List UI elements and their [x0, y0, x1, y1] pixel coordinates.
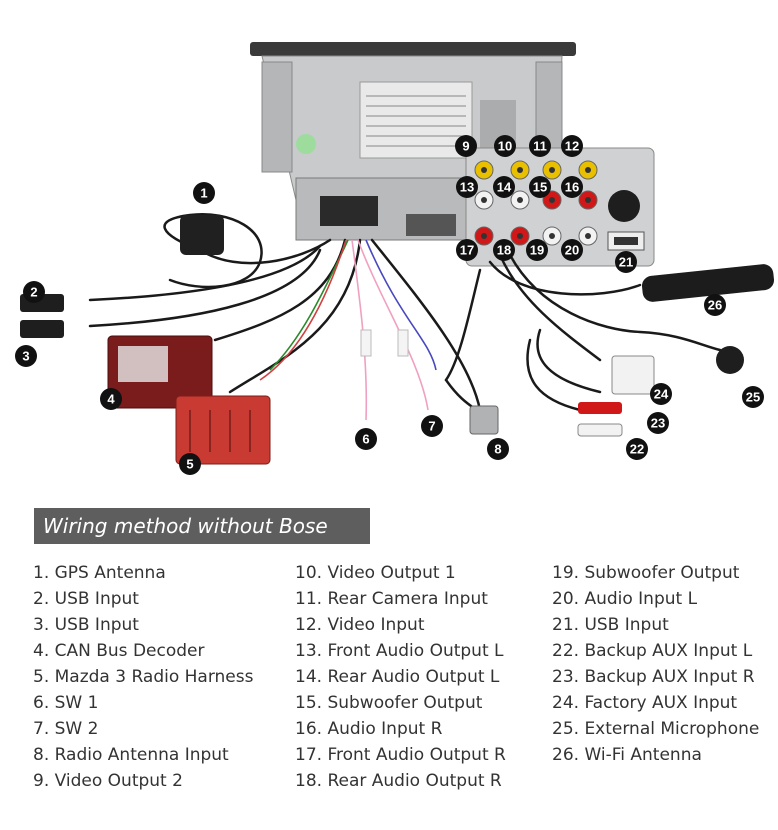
microphone-icon [716, 346, 744, 374]
svg-text:8: 8 [494, 442, 501, 457]
legend-item: 9. Video Output 2 [33, 771, 183, 791]
svg-text:19: 19 [530, 243, 544, 258]
callout-11: 11 [529, 135, 551, 157]
radio-harness-connector-icon [175, 395, 271, 465]
callout-21: 21 [615, 251, 637, 273]
callout-13: 13 [456, 176, 478, 198]
head-unit-bezel [250, 42, 576, 56]
title-banner: Wiring method without Bose system [34, 508, 370, 574]
legend-item: 17. Front Audio Output R [295, 745, 506, 765]
svg-text:24: 24 [654, 387, 669, 402]
callout-14: 14 [493, 176, 515, 198]
svg-text:2: 2 [30, 285, 37, 300]
callout-23: 23 [647, 412, 669, 434]
svg-text:17: 17 [460, 243, 474, 258]
legend-item: 12. Video Input [295, 615, 425, 635]
rca-plug-icon [578, 402, 622, 414]
gps-antenna-icon [180, 215, 224, 255]
callout-16: 16 [561, 176, 583, 198]
legend-item: 7. SW 2 [33, 719, 99, 739]
svg-text:16: 16 [565, 180, 579, 195]
svg-text:15: 15 [533, 180, 547, 195]
legend-item: 20. Audio Input L [552, 589, 698, 609]
svg-text:4: 4 [107, 392, 115, 407]
svg-text:26: 26 [708, 298, 722, 313]
callout-24: 24 [650, 383, 672, 405]
callout-20: 20 [561, 239, 583, 261]
legend-item: 4. CAN Bus Decoder [33, 641, 205, 661]
svg-text:25: 25 [746, 390, 760, 405]
callout-1: 1 [193, 182, 215, 204]
legend-item: 25. External Microphone [552, 719, 760, 739]
legend-column-2: 10. Video Output 1 11. Rear Camera Input… [295, 560, 506, 794]
svg-text:21: 21 [619, 255, 633, 270]
legend-item: 23. Backup AUX Input R [552, 667, 755, 687]
callout-8: 8 [487, 438, 509, 460]
breakout-knob [608, 190, 640, 222]
legend-item: 26. Wi-Fi Antenna [552, 745, 702, 765]
svg-text:14: 14 [497, 180, 512, 195]
callout-7: 7 [421, 415, 443, 437]
svg-text:13: 13 [460, 180, 474, 195]
wifi-antenna-icon [641, 264, 775, 302]
callout-3: 3 [15, 345, 37, 367]
legend-item: 6. SW 1 [33, 693, 99, 713]
legend-item: 5. Mazda 3 Radio Harness [33, 667, 254, 687]
svg-text:7: 7 [428, 419, 435, 434]
legend-item: 2. USB Input [33, 589, 139, 609]
svg-text:9: 9 [462, 139, 469, 154]
callout-15: 15 [529, 176, 551, 198]
rca-jacks [474, 160, 598, 246]
left-bracket [261, 61, 293, 173]
callout-5: 5 [179, 453, 201, 475]
legend-item: 11. Rear Camera Input [295, 589, 488, 609]
svg-text:10: 10 [498, 139, 512, 154]
wiring-diagram: 1 2 3 4 5 6 7 8 9 10 11 12 13 14 15 16 1… [15, 42, 775, 475]
legend-item: 15. Subwoofer Output [295, 693, 483, 713]
legend-item: 22. Backup AUX Input L [552, 641, 753, 661]
rca-plug-icon [577, 423, 623, 437]
usb-plug-icon [20, 320, 64, 338]
legend-item: 21. USB Input [552, 615, 669, 635]
svg-text:5: 5 [186, 457, 193, 472]
svg-text:11: 11 [533, 139, 547, 154]
callout-2: 2 [23, 281, 45, 303]
callout-19: 19 [526, 239, 548, 261]
unit-label-sticker [359, 81, 473, 159]
svg-text:18: 18 [497, 243, 511, 258]
callout-22: 22 [626, 438, 648, 460]
svg-text:1: 1 [200, 186, 207, 201]
cables [88, 212, 722, 416]
legend-item: 18. Rear Audio Output R [295, 771, 502, 791]
svg-text:23: 23 [651, 416, 665, 431]
callout-4: 4 [100, 388, 122, 410]
svg-text:3: 3 [22, 349, 29, 364]
svg-text:6: 6 [362, 432, 369, 447]
callout-25: 25 [742, 386, 764, 408]
radio-antenna-connector-icon [469, 405, 499, 435]
callout-9: 9 [455, 135, 477, 157]
legend-item: 13. Front Audio Output L [295, 641, 504, 661]
callout-26: 26 [704, 294, 726, 316]
legend-item: 19. Subwoofer Output [552, 563, 740, 583]
legend-item: 1. GPS Antenna [33, 563, 166, 583]
callout-12: 12 [561, 135, 583, 157]
legend-item: 16. Audio Input R [295, 719, 443, 739]
legend-item: 8. Radio Antenna Input [33, 745, 229, 765]
svg-text:12: 12 [565, 139, 579, 154]
legend-column-3: 19. Subwoofer Output 20. Audio Input L 2… [552, 560, 759, 768]
callout-6: 6 [355, 428, 377, 450]
callout-10: 10 [494, 135, 516, 157]
aux-connector-icon [611, 355, 655, 395]
svg-text:20: 20 [565, 243, 579, 258]
callout-17: 17 [456, 239, 478, 261]
legend-item: 24. Factory AUX Input [552, 693, 738, 713]
legend-column-1: 1. GPS Antenna 2. USB Input 3. USB Input… [33, 560, 253, 794]
legend-item: 3. USB Input [33, 615, 139, 635]
legend-item: 14. Rear Audio Output L [295, 667, 500, 687]
callout-18: 18 [493, 239, 515, 261]
svg-text:22: 22 [630, 442, 644, 457]
legend-item: 10. Video Output 1 [295, 563, 456, 583]
